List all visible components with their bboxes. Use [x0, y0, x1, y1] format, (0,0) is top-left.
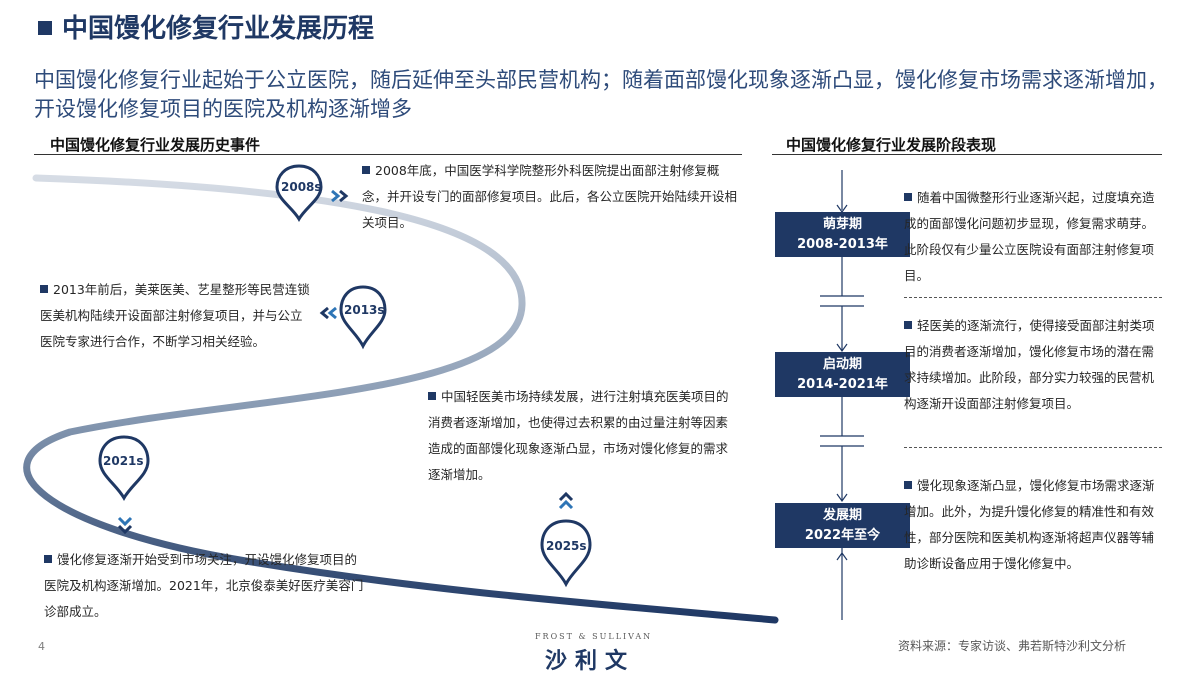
stage-name: 启动期 — [822, 357, 862, 372]
stage-years: 2022年至今 — [804, 528, 881, 543]
bullet-icon — [44, 555, 52, 563]
stage-years: 2014-2021年 — [797, 377, 888, 392]
right-section-divider — [772, 154, 1162, 155]
bullet-icon — [904, 321, 912, 329]
chevron-right-icon — [331, 189, 349, 203]
bullet-icon — [428, 392, 436, 400]
stage-name: 发展期 — [822, 508, 862, 523]
left-section-divider — [34, 154, 742, 155]
page-subtitle: 中国馒化修复行业起始于公立医院，随后延伸至头部民营机构；随着面部馒化现象逐渐凸显… — [34, 68, 1168, 121]
stage-desc-growth: 馒化现象逐渐凸显，馒化修复市场需求逐渐增加。此外，为提升馒化修复的精准性和有效性… — [904, 478, 1155, 571]
event-2025: 中国轻医美市场持续发展，进行注射填充医美项目的消费者逐渐增加，也使得过去积累的由… — [428, 389, 729, 482]
bullet-icon — [904, 193, 912, 201]
timeline-pin-2008 — [275, 164, 323, 222]
timeline-pin-2013 — [339, 285, 387, 350]
page-title: 中国馒化修复行业发展历程 — [62, 14, 375, 44]
chevron-down-icon — [117, 516, 133, 535]
pin-label-2008: 2008s — [281, 180, 322, 194]
timeline-pin-2025 — [540, 519, 592, 588]
event-2013: 2013年前后，美莱医美、艺星整形等民营连锁医美机构陆续开设面部注射修复项目，并… — [40, 282, 310, 349]
right-section-heading: 中国馒化修复行业发展阶段表现 — [786, 136, 997, 154]
stage-timeline — [820, 170, 864, 620]
timeline-pin-2021 — [98, 435, 150, 502]
company-logo: 沙利文 — [545, 649, 636, 674]
pin-label-2013: 2013s — [344, 303, 385, 317]
stage-years: 2008-2013年 — [797, 237, 888, 252]
pin-label-2025: 2025s — [546, 539, 587, 553]
logo-caption: FROST & SULLIVAN — [535, 632, 653, 641]
chevron-left-icon — [319, 306, 337, 320]
stage-desc-sprout: 随着中国微整形行业逐渐兴起，过度填充造成的面部馒化问题初步显现，修复需求萌芽。此… — [904, 185, 1162, 298]
bullet-icon — [904, 481, 912, 489]
stage-name: 萌芽期 — [822, 217, 862, 232]
stage-box-growth: 发展期 2022年至今 — [775, 503, 910, 548]
left-section-heading: 中国馒化修复行业发展历史事件 — [50, 136, 261, 154]
event-2008: 2008年底，中国医学科学院整形外科医院提出面部注射修复概念，并开设专门的面部修… — [362, 163, 738, 230]
bullet-icon — [40, 285, 48, 293]
page-number: 4 — [38, 640, 45, 653]
stage-desc-startup: 轻医美的逐渐流行，使得接受面部注射类项目的消费者逐渐增加，馒化修复市场的潜在需求… — [904, 313, 1162, 448]
stage-box-sprout: 萌芽期 2008-2013年 — [775, 212, 910, 257]
stage-box-startup: 启动期 2014-2021年 — [775, 352, 910, 397]
chevron-up-icon — [558, 491, 574, 510]
bullet-icon — [362, 166, 370, 174]
title-marker — [38, 21, 52, 35]
source-note: 资料来源：专家访谈、弗若斯特沙利文分析 — [898, 639, 1127, 653]
pin-label-2021: 2021s — [103, 454, 144, 468]
event-2021: 馒化修复逐渐开始受到市场关注，开设馒化修复项目的医院及机构逐渐增加。2021年，… — [44, 552, 364, 619]
